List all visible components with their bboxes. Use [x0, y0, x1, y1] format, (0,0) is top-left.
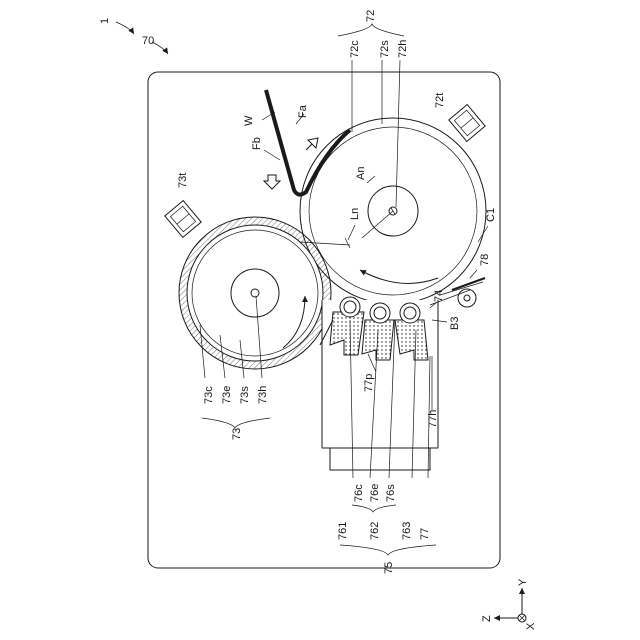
label-unit-3: 763 — [401, 522, 413, 540]
guide — [452, 278, 485, 290]
label-part-elastic: 76e — [369, 484, 381, 502]
label-device: 1 — [99, 18, 111, 24]
label-axis-z: Z — [481, 615, 493, 622]
label-fixing-heater: 72h — [397, 40, 409, 58]
label-guide: 78 — [479, 254, 491, 266]
label-part-surface: 76s — [385, 484, 397, 502]
label-rotation-axis: An — [355, 167, 367, 180]
label-nip-line: Ln — [349, 208, 361, 220]
label-sheet: W — [243, 115, 255, 126]
label-fixing-layer: 72s — [379, 40, 391, 58]
label-fixing-sensor: 72t — [434, 93, 446, 108]
label-assembly: 75 — [383, 562, 395, 574]
label-face-a: Fa — [297, 104, 309, 118]
label-part-core: 76c — [353, 484, 365, 502]
pressure-sensor — [165, 201, 201, 238]
label-fixing-member: 72 — [365, 10, 377, 22]
label-unit-1: 761 — [337, 522, 349, 540]
fixing-sensor — [449, 105, 485, 142]
label-pressure-core: 73c — [203, 386, 215, 404]
label-face-b: Fb — [251, 137, 263, 150]
label-housing: 77h — [427, 410, 439, 428]
label-pressure-member: 73 — [231, 428, 243, 440]
label-pressure-heater: 73h — [257, 386, 269, 404]
label-unit-2: 762 — [369, 522, 381, 540]
label-bearing: B3 — [449, 317, 461, 330]
label-pressure-elastic: 73e — [221, 386, 233, 404]
axes-indicator — [494, 588, 526, 622]
label-fixing-core: 72c — [349, 40, 361, 58]
label-holder: 77 — [419, 528, 431, 540]
roller — [458, 289, 476, 307]
label-pressure-sensor: 73t — [177, 173, 189, 188]
label-roller: 74 — [433, 290, 445, 302]
label-support: 77p — [363, 374, 375, 392]
label-axis-x: X — [525, 622, 537, 630]
label-pressure-surface: 73s — [239, 386, 251, 404]
label-axis-y: Y — [517, 578, 529, 586]
label-contact-point: C1 — [485, 208, 497, 222]
label-frame: 70 — [142, 35, 154, 47]
